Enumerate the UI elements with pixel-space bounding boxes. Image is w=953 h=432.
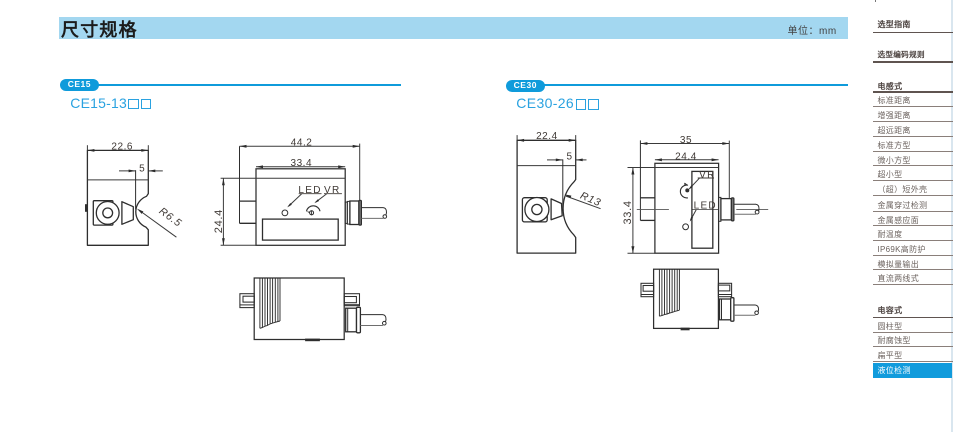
svg-text:VR: VR — [699, 170, 716, 181]
svg-text:24.4: 24.4 — [675, 151, 697, 162]
svg-text:24.4: 24.4 — [213, 209, 225, 233]
svg-text:VR: VR — [324, 185, 341, 196]
svg-text:33.4: 33.4 — [290, 158, 312, 169]
svg-text:5: 5 — [566, 151, 572, 162]
svg-text:35: 35 — [680, 135, 692, 146]
svg-text:22.6: 22.6 — [111, 141, 133, 152]
svg-text:33.4: 33.4 — [622, 200, 634, 224]
svg-text:22.4: 22.4 — [536, 131, 558, 142]
svg-text:LED: LED — [694, 201, 717, 212]
svg-text:44.2: 44.2 — [291, 138, 313, 149]
svg-text:5: 5 — [139, 163, 145, 174]
svg-text:R13: R13 — [578, 190, 602, 209]
svg-text:LED: LED — [298, 185, 321, 196]
